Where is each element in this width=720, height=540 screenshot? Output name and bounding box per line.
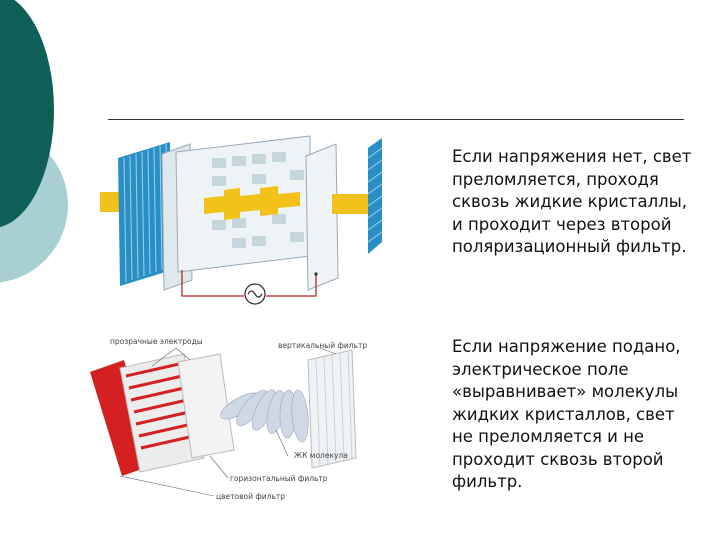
power-circuit	[181, 270, 317, 305]
label-lc-molecule: ЖК молекула	[294, 451, 348, 460]
paragraph-voltage: Если напряжение подано, электрическое по…	[452, 337, 681, 491]
horizontal-rule	[108, 119, 684, 120]
label-transparent-electrodes: прозрачные электроды	[110, 337, 203, 346]
dark-teal-circle	[0, 0, 54, 227]
vertical-filter	[307, 349, 357, 469]
lcd-no-voltage-diagram	[100, 135, 383, 305]
label-color-filter: цветовой фильтр	[216, 492, 285, 501]
decorative-circles	[0, 0, 68, 283]
lcd-voltage-diagram: прозрачные электроды вертикальный фильтр…	[90, 337, 367, 501]
horizontal-filter	[177, 353, 235, 459]
lc-molecules	[220, 389, 309, 443]
label-vertical-filter: вертикальный фильтр	[278, 341, 367, 350]
polarizer-right	[367, 138, 383, 254]
light-beam-middle	[204, 186, 300, 220]
electrode-plate-back	[305, 143, 339, 291]
label-horizontal-filter: горизонтальный фильтр	[230, 474, 328, 483]
light-beam-right	[332, 194, 376, 214]
paragraph-no-voltage: Если напряжения нет, свет преломляется, …	[452, 147, 692, 256]
